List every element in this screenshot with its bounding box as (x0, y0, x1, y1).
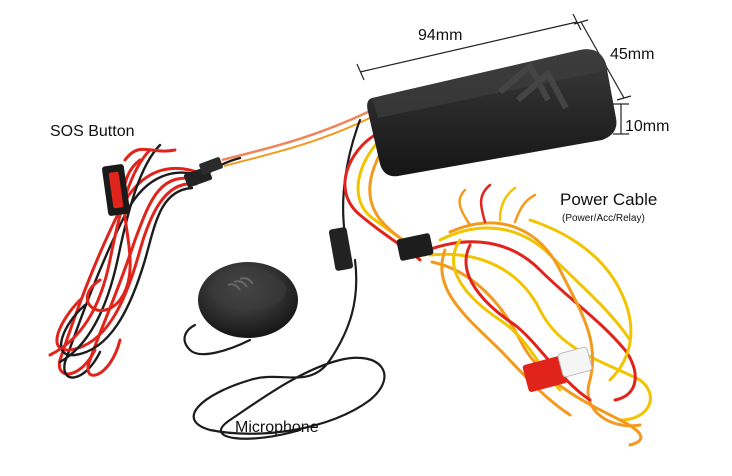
power-cable-label: Power Cable (560, 190, 658, 209)
dimension-width-label: 45mm (610, 46, 655, 63)
microphone-connector (328, 227, 354, 271)
dimension-length-label: 94mm (418, 27, 463, 44)
dimension-lines (356, 13, 632, 135)
microphone-label: Microphone (235, 419, 319, 436)
sos-connector (183, 157, 223, 188)
power-cable (343, 133, 652, 447)
gps-tracker-device (367, 49, 617, 177)
relay-plug (522, 346, 593, 393)
sos-cable (48, 143, 242, 379)
sos-signal-wire-2 (223, 115, 375, 167)
sos-button-body (102, 164, 130, 216)
sos-signal-wire (221, 108, 373, 162)
dimension-height-label: 10mm (625, 118, 670, 135)
microphone-body (198, 262, 298, 338)
sos-button-label: SOS Button (50, 123, 135, 140)
power-connector (396, 233, 434, 261)
power-cable-sublabel: (Power/Acc/Relay) (562, 213, 645, 224)
